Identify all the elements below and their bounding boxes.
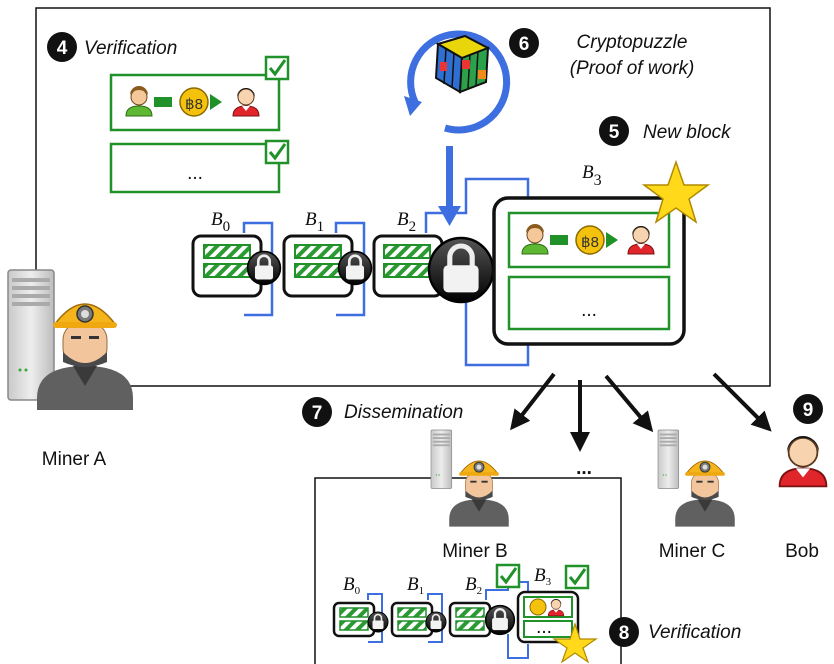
arrow-right-icon xyxy=(606,232,618,248)
coin-label: ฿8 xyxy=(185,96,203,113)
chain-link xyxy=(507,634,529,659)
coin-icon xyxy=(179,87,209,117)
ellipsis-text: ... xyxy=(581,300,597,321)
mb-block-b1-label: B1 xyxy=(407,574,424,597)
lock-icon xyxy=(246,250,282,286)
transfer-arrow-icon xyxy=(550,235,568,245)
pending-transaction-list: ฿8 ... xyxy=(109,55,290,194)
bob: Bob xyxy=(778,435,828,562)
chain-link xyxy=(242,221,274,317)
mb-block-b2-label: B2 xyxy=(465,574,482,597)
lock-icon xyxy=(337,250,373,286)
step-4-badge xyxy=(47,32,77,62)
chain-link xyxy=(424,177,530,233)
step-5-number: 5 xyxy=(609,122,620,143)
server-icon xyxy=(657,429,680,489)
step-4-label: Verification xyxy=(84,38,177,59)
step-5-badge xyxy=(599,116,629,146)
chain-link xyxy=(334,221,366,317)
coin-label: ฿8 xyxy=(581,234,599,251)
star-icon xyxy=(552,622,598,664)
puzzle-to-lock-arrow xyxy=(446,146,453,208)
step-5-label: New block xyxy=(643,122,732,143)
miner-a-blockchain: B0 B1 B2 B3 ฿8 ... xyxy=(191,159,711,367)
miner-a-label: Miner A xyxy=(42,449,107,470)
big-lock-icon xyxy=(427,236,495,304)
block-b3-label: B3 xyxy=(582,162,602,189)
miner-c-label: Miner C xyxy=(659,541,726,562)
refresh-arrow-head-icon xyxy=(404,96,422,116)
bob-label: Bob xyxy=(785,541,819,562)
block-b0-label: B0 xyxy=(211,209,230,235)
block-b2-label: B2 xyxy=(397,209,416,235)
step-7-badge xyxy=(302,397,332,427)
ellipsis-text: ... xyxy=(187,163,203,184)
step-8-number: 8 xyxy=(619,623,630,644)
step-5-new-block: 5 New block xyxy=(599,116,732,146)
rubiks-cube-icon xyxy=(434,34,491,94)
arrow-right-icon xyxy=(210,94,222,110)
step-4-verification: 4 Verification xyxy=(47,32,177,62)
server-icon xyxy=(430,429,453,489)
more-peers-ellipsis: ... xyxy=(576,458,592,479)
puzzle-arrow-head-icon xyxy=(438,206,461,226)
chain-link xyxy=(427,593,443,643)
verified-check-icon xyxy=(564,564,590,590)
verified-check-icon xyxy=(495,563,521,589)
block-b1-label: B1 xyxy=(305,209,324,235)
miner-icon xyxy=(448,460,510,528)
miner-a: Miner A xyxy=(7,269,134,470)
step-7-dissemination: 7 Dissemination xyxy=(302,397,463,427)
lock-icon xyxy=(425,611,447,633)
chain-link xyxy=(367,593,383,643)
step-6-label-line1: Cryptopuzzle xyxy=(577,32,688,53)
step-6-badge xyxy=(509,28,539,58)
verified-check-icon xyxy=(264,55,290,81)
mb-block-b3-label: B3 xyxy=(534,565,552,588)
step-8-badge xyxy=(609,617,639,647)
b3-transaction-box-more xyxy=(507,275,671,331)
star-icon xyxy=(641,159,711,224)
step-4-number: 4 xyxy=(57,38,68,59)
step-6-cryptopuzzle: 6 Cryptopuzzle (Proof of work) xyxy=(404,28,694,226)
coin-icon xyxy=(529,598,547,616)
miner-b-label: Miner B xyxy=(442,541,507,562)
step-8-label: Verification xyxy=(648,622,741,643)
coin-icon xyxy=(575,225,605,255)
step-9: 9 xyxy=(793,394,823,424)
miner-icon xyxy=(674,460,736,528)
miner-b-blockchain: B0 B1 B2 B3 ... xyxy=(332,563,598,664)
lock-icon xyxy=(484,604,516,636)
chain-link xyxy=(464,300,530,367)
lock-icon xyxy=(367,611,389,633)
miner-a-frame xyxy=(35,7,771,387)
step-7-number: 7 xyxy=(312,403,323,424)
step-8-verification: 8 Verification xyxy=(609,617,741,647)
transaction-box-more xyxy=(109,142,281,194)
step-7-label: Dissemination xyxy=(344,402,463,423)
transfer-arrow-icon xyxy=(154,97,172,107)
bob-avatar-icon xyxy=(778,435,828,488)
verified-check-icon xyxy=(264,139,290,165)
step-6-number: 6 xyxy=(519,34,530,55)
refresh-cycle-icon xyxy=(407,30,511,134)
mb-block-b0-label: B0 xyxy=(343,574,361,597)
ellipsis-text: ... xyxy=(536,617,552,638)
step-9-badge xyxy=(793,394,823,424)
miner-c: Miner C xyxy=(657,429,736,562)
step-6-label-line2: (Proof of work) xyxy=(570,58,695,79)
miner-b: Miner B xyxy=(430,429,510,562)
dissemination-arrows xyxy=(510,372,772,452)
step-9-number: 9 xyxy=(803,400,814,421)
